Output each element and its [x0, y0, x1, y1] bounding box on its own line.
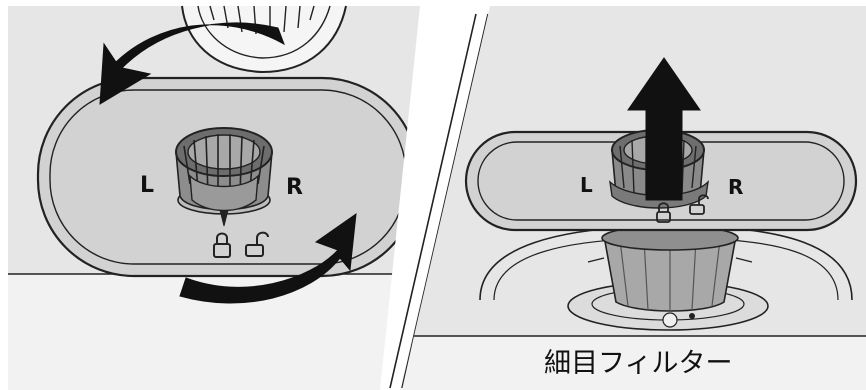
right-padlock-closed-icon	[656, 202, 671, 223]
fine-filter-cup	[175, 127, 273, 227]
left-label-r: R	[286, 175, 303, 200]
arrow-up-icon	[627, 57, 701, 201]
right-panel: L R 細目フィルター	[402, 6, 866, 390]
spray-arm-hub	[181, 5, 347, 74]
fine-filter-mesh	[587, 225, 753, 312]
rotate-arrow-bottom-icon	[179, 212, 357, 304]
left-panel: L R	[8, 5, 420, 390]
left-padlock-closed-icon	[213, 232, 231, 258]
left-padlock-open-icon	[245, 231, 269, 257]
right-padlock-open-icon	[689, 194, 709, 215]
right-label-r: R	[728, 175, 743, 199]
rotate-arrow-top-icon	[99, 22, 285, 105]
left-label-l: L	[140, 173, 154, 198]
panel-divider	[380, 6, 489, 390]
right-label-l: L	[580, 173, 593, 197]
right-counter-surface	[402, 336, 866, 390]
fine-filter-caption: 細目フィルター	[544, 348, 732, 379]
